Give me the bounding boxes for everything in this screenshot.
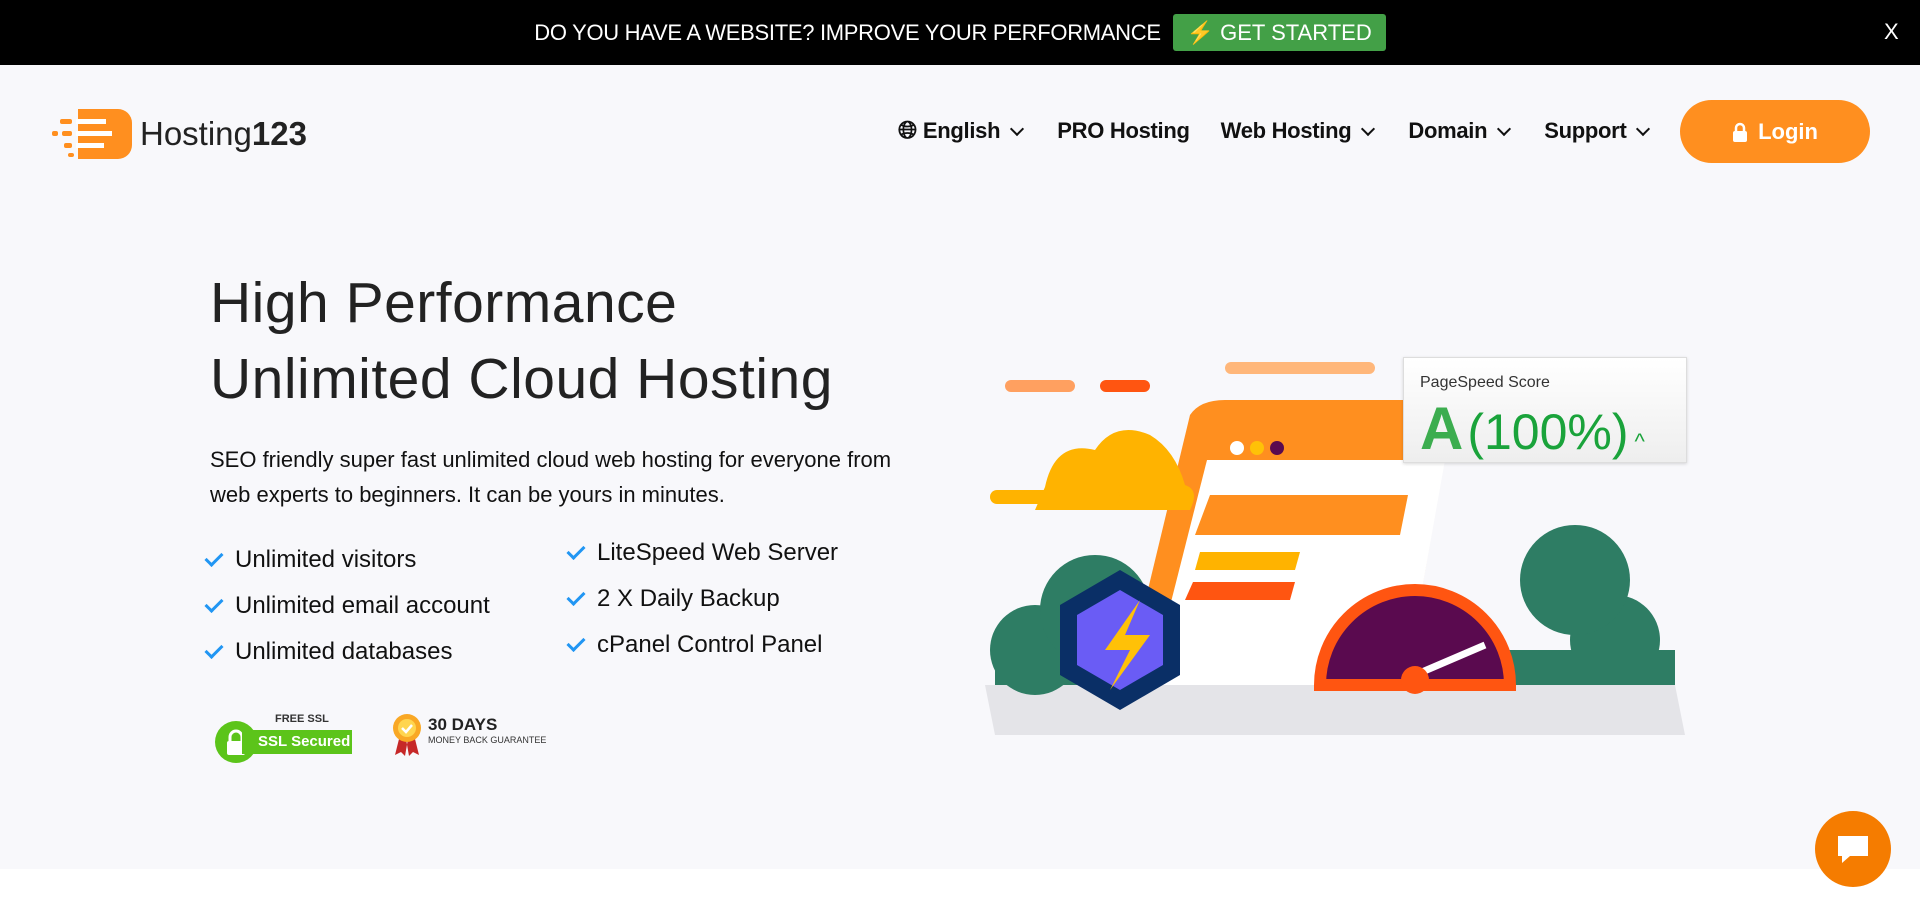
close-promo-button[interactable]: X (1884, 19, 1899, 44)
get-started-button[interactable]: ⚡GET STARTED (1172, 14, 1386, 51)
logo-text: Hosting123 (140, 115, 307, 152)
promo-message: DO YOU HAVE A WEBSITE? IMPROVE YOUR PERF… (534, 19, 1161, 45)
logo[interactable]: Hosting123 (52, 105, 307, 163)
hero-lead: SEO friendly super fast unlimited cloud … (210, 447, 892, 507)
features-left: Unlimited visitors Unlimited email accou… (203, 537, 490, 675)
money-back-sub: MONEY BACK GUARANTEE (428, 735, 547, 745)
nav-pro-hosting[interactable]: PRO Hosting (1057, 117, 1190, 145)
chevron-down-icon (1361, 121, 1376, 136)
nav-label: Web Hosting (1220, 118, 1352, 143)
nav-label: Domain (1408, 118, 1488, 143)
chevron-down-icon (1636, 121, 1651, 136)
check-icon (204, 639, 224, 659)
check-icon (566, 586, 586, 606)
check-icon (204, 547, 224, 567)
feature-item: Unlimited email account (203, 583, 490, 629)
lock-icon (1733, 122, 1748, 142)
features-right: LiteSpeed Web Server 2 X Daily Backup cP… (565, 530, 838, 668)
check-icon (566, 632, 586, 652)
ssl-badge: SSL Secured FREE SSL (215, 713, 360, 763)
pagespeed-score: A(100%)^ (1420, 395, 1645, 462)
caret-up-icon: ^ (1634, 429, 1645, 454)
nav-language[interactable]: 🌐︎English (898, 117, 1026, 145)
chevron-down-icon (1497, 121, 1512, 136)
lightning-icon: ⚡ (1186, 19, 1215, 45)
feature-item: Unlimited databases (203, 629, 490, 675)
logo-icon (52, 109, 132, 159)
nav-label: Support (1544, 118, 1627, 143)
main-nav: 🌐︎English PRO Hosting Web Hosting Domain… (898, 117, 1683, 145)
feature-item: LiteSpeed Web Server (565, 530, 838, 576)
section-divider (0, 869, 1920, 902)
nav-label: PRO Hosting (1057, 118, 1190, 143)
promo-bar: DO YOU HAVE A WEBSITE? IMPROVE YOUR PERF… (0, 0, 1920, 65)
pagespeed-card: PageSpeed Score A(100%)^ (1403, 357, 1687, 463)
award-icon (393, 714, 421, 756)
nav-support[interactable]: Support (1544, 117, 1652, 145)
check-icon (204, 593, 224, 613)
globe-icon: 🌐︎ (898, 117, 917, 144)
chevron-down-icon (1010, 121, 1025, 136)
nav-label: English (922, 118, 1001, 143)
pagespeed-label: PageSpeed Score (1420, 374, 1550, 391)
nav-domain[interactable]: Domain (1408, 117, 1513, 145)
login-label: Login (1758, 118, 1818, 144)
nav-web-hosting[interactable]: Web Hosting (1221, 117, 1378, 145)
money-back-title: 30 DAYS (428, 715, 498, 734)
chat-icon (1838, 836, 1868, 863)
check-icon (566, 540, 586, 560)
site-header: Hosting123 🌐︎English PRO Hosting Web Hos… (0, 65, 1920, 205)
ssl-main: SSL Secured (242, 730, 352, 754)
feature-item: 2 X Daily Backup (565, 576, 838, 622)
chat-button[interactable] (1815, 811, 1891, 887)
ssl-top: FREE SSL (275, 713, 329, 725)
feature-item: Unlimited visitors (203, 537, 490, 583)
feature-item: cPanel Control Panel (565, 622, 838, 668)
get-started-label: GET STARTED (1220, 19, 1372, 45)
hero-illustration (985, 362, 1685, 735)
money-back-badge: 30 DAYS MONEY BACK GUARANTEE (392, 711, 562, 761)
login-button[interactable]: Login (1680, 100, 1870, 163)
